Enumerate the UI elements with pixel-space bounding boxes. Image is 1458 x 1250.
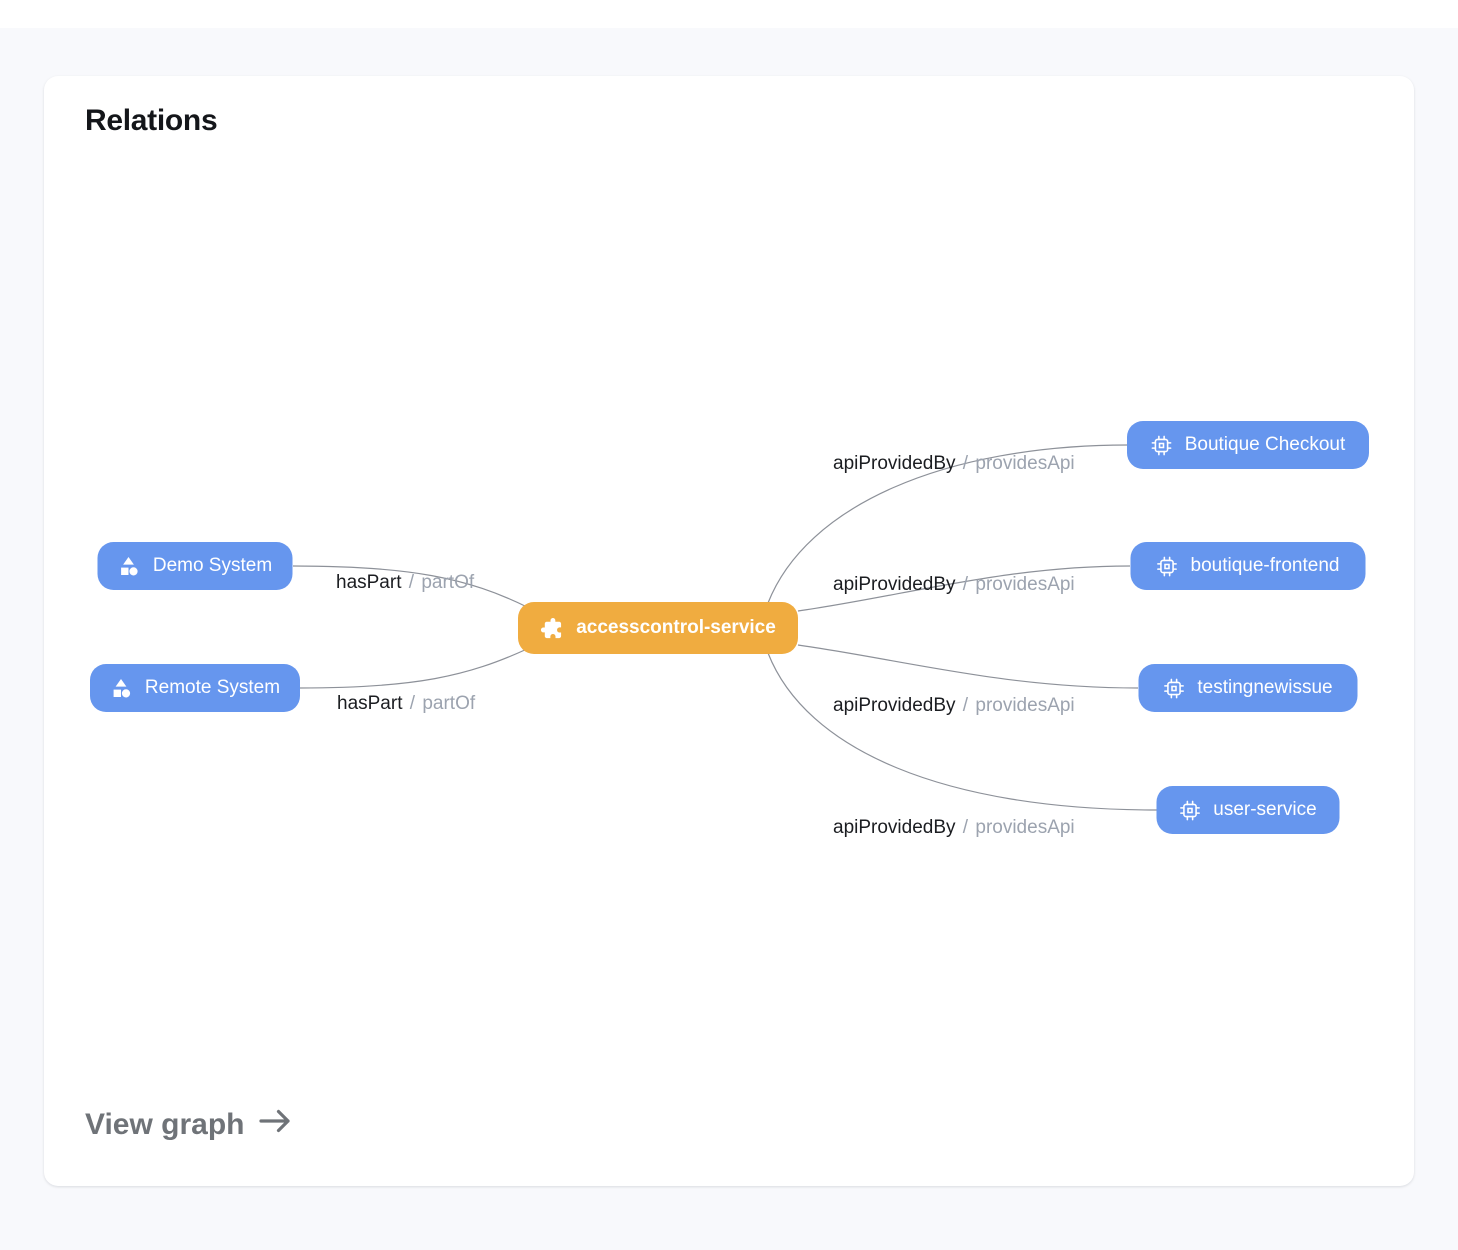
node-boutique-checkout[interactable]: Boutique Checkout [1127,421,1369,469]
relation-separator: / [957,574,974,595]
relation-forward-label: apiProvidedBy [833,695,956,716]
node-label: Remote System [144,677,281,698]
relation-forward-label: apiProvidedBy [833,574,956,595]
relation-reverse-label: partOf [421,572,475,593]
relation-reverse-label: providesApi [975,453,1075,474]
relation-separator: / [957,695,974,716]
chip-icon [1157,556,1178,577]
system-shapes-icon [110,678,132,699]
node-label: Boutique Checkout [1184,434,1346,455]
node-accesscontrol-service[interactable]: accesscontrol-service [518,602,798,654]
node-demo-system[interactable]: Demo System [97,542,293,590]
relation-separator: / [404,693,421,714]
edge-label-boutique-checkout: apiProvidedBy / providesApi [833,453,1075,475]
edge-user-service [767,652,1158,811]
chip-icon [1151,435,1172,456]
node-remote-system[interactable]: Remote System [90,664,300,712]
edge-boutique-frontend [797,565,1131,612]
relation-reverse-label: providesApi [975,574,1075,595]
view-graph-link[interactable]: View graph [85,1108,292,1142]
edge-label-remote-system: hasPart / partOf [337,693,475,715]
chip-icon [1179,800,1200,821]
edge-label-testingnewissue: apiProvidedBy / providesApi [833,695,1075,717]
edge-label-boutique-frontend: apiProvidedBy / providesApi [833,574,1075,596]
node-label: Demo System [152,555,273,576]
node-testingnewissue[interactable]: testingnewissue [1138,664,1358,712]
relation-separator: / [957,453,974,474]
edge-remote-system [299,648,528,689]
relation-forward-label: apiProvidedBy [833,817,956,838]
system-shapes-icon [118,556,140,577]
view-graph-label: View graph [85,1108,245,1141]
relation-forward-label: apiProvidedBy [833,453,956,474]
relation-reverse-label: partOf [422,693,476,714]
edge-label-demo-system: hasPart / partOf [336,572,474,594]
relation-reverse-label: providesApi [975,695,1075,716]
node-label: testingnewissue [1197,677,1333,698]
chip-icon [1163,678,1184,699]
node-user-service[interactable]: user-service [1156,786,1340,834]
edge-testingnewissue [797,644,1139,689]
relation-separator: / [957,817,974,838]
relation-forward-label: hasPart [337,693,403,714]
relation-reverse-label: providesApi [975,817,1075,838]
node-label: user-service [1213,799,1317,820]
card-title: Relations [85,104,218,137]
edge-boutique-checkout [767,444,1129,604]
arrow-right-icon [258,1108,292,1142]
relation-edges [292,444,1158,811]
node-label: accesscontrol-service [576,617,776,638]
puzzle-icon [540,617,563,640]
node-boutique-frontend[interactable]: boutique-frontend [1130,542,1366,590]
relation-separator: / [403,572,420,593]
edge-demo-system [292,565,528,608]
node-label: boutique-frontend [1190,555,1340,576]
relation-forward-label: hasPart [336,572,402,593]
edge-label-user-service: apiProvidedBy / providesApi [833,817,1075,839]
